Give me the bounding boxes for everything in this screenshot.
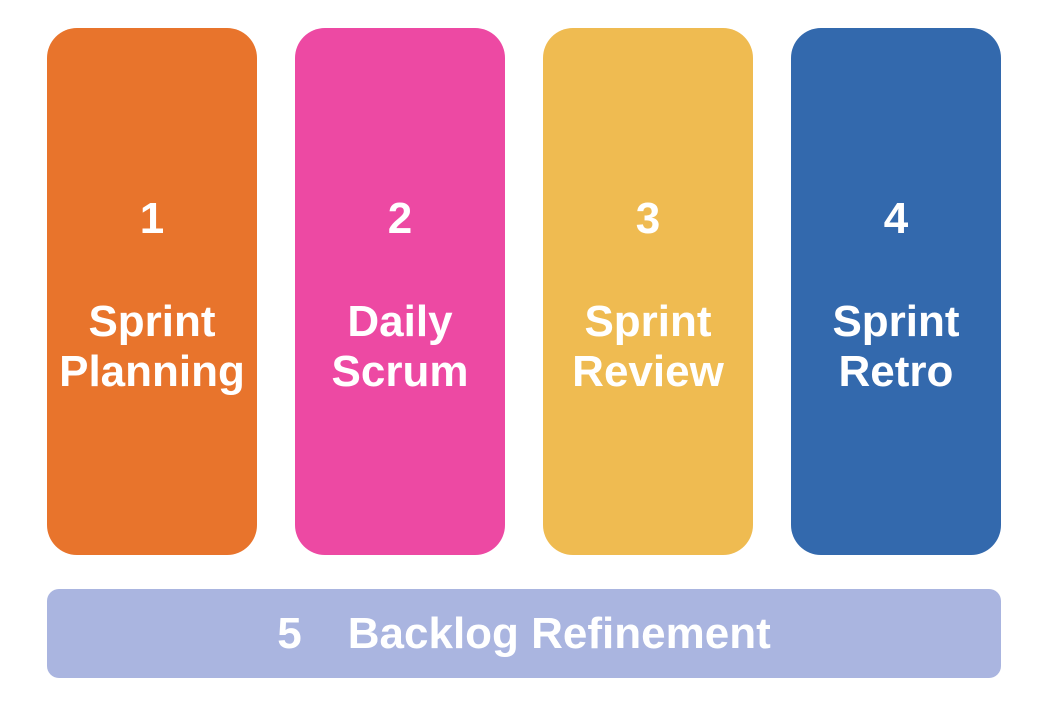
pillar-label-1: Sprint Planning <box>59 297 245 396</box>
pillar-label-3: Sprint Review <box>572 297 724 396</box>
banner-label-5: Backlog Refinement <box>347 608 771 658</box>
pillar-card-2[interactable]: 2 Daily Scrum <box>295 28 505 555</box>
pillar-number-4: 4 <box>883 194 909 243</box>
pillar-card-3[interactable]: 3 Sprint Review <box>543 28 753 555</box>
pillar-label-4: Sprint Retro <box>832 297 960 396</box>
banner-card-5[interactable]: 5 Backlog Refinement <box>47 589 1001 678</box>
pillar-number-2: 2 <box>387 194 413 243</box>
pillar-number-3: 3 <box>635 194 661 243</box>
pillar-number-1: 1 <box>139 194 165 243</box>
banner-number-5: 5 <box>277 608 302 658</box>
pillar-card-1[interactable]: 1 Sprint Planning <box>47 28 257 555</box>
pillar-label-2: Daily Scrum <box>331 297 469 396</box>
pillar-card-4[interactable]: 4 Sprint Retro <box>791 28 1001 555</box>
